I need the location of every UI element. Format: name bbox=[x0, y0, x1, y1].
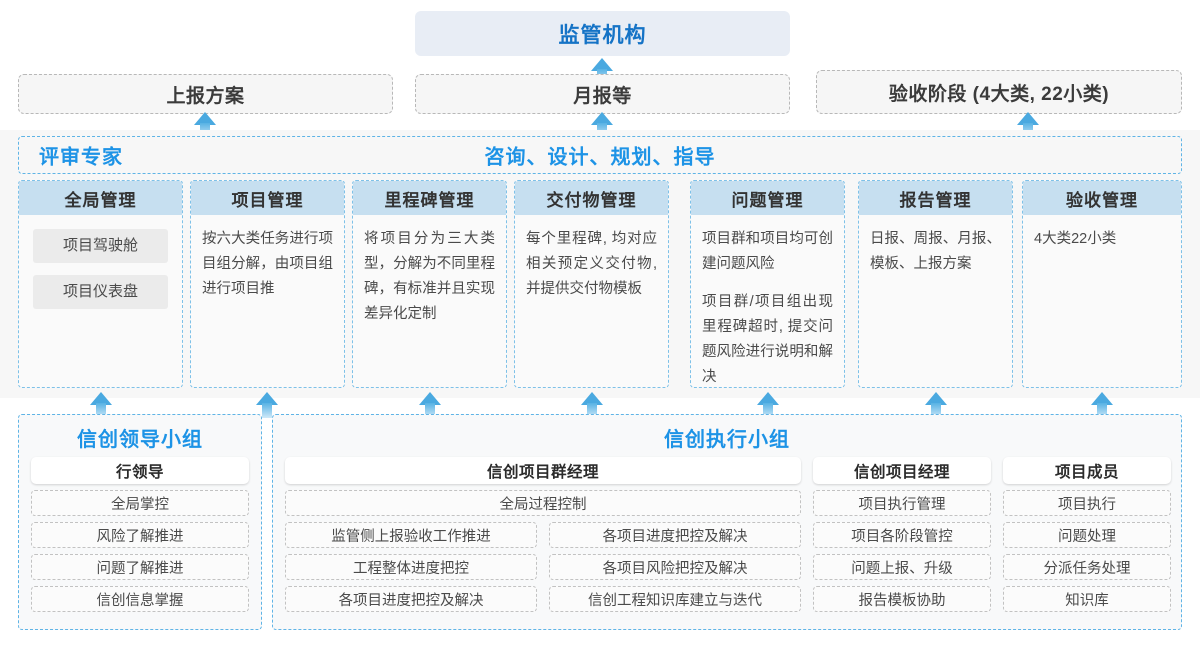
capability-title-0: 全局管理 bbox=[19, 181, 182, 215]
capability-paragraph: 项目群/项目组出现里程碑超时, 提交问题风险进行说明和解决 bbox=[702, 293, 833, 385]
role-head[interactable]: 信创项目经理 bbox=[813, 457, 991, 484]
capability-paragraph: 项目群和项目均可创建问题风险 bbox=[702, 231, 833, 272]
arrow-up-icon bbox=[90, 392, 112, 418]
role-item[interactable]: 问题了解推进 bbox=[31, 554, 249, 580]
capability-paragraph: 每个里程碑, 均对应相关预定义交付物,并提供交付物模板 bbox=[526, 231, 657, 297]
capability-paragraph: 将项目分为三大类型，分解为不同里程碑，有标准并且实现差异化定制 bbox=[364, 231, 495, 322]
role-item[interactable]: 全局掌控 bbox=[31, 490, 249, 516]
capability-title-1: 项目管理 bbox=[191, 181, 344, 215]
role-head[interactable]: 项目成员 bbox=[1003, 457, 1171, 484]
capability-column-3[interactable]: 交付物管理 每个里程碑, 均对应相关预定义交付物,并提供交付物模板 bbox=[514, 180, 669, 388]
role-item[interactable]: 报告模板协助 bbox=[813, 586, 991, 612]
capability-body-5: 日报、周报、月报、模板、上报方案 bbox=[859, 215, 1012, 277]
regulator-label: 监管机构 bbox=[558, 23, 647, 47]
role-column-project-member: 项目成员 项目执行 问题处理 分派任务处理 知识库 bbox=[1003, 457, 1171, 612]
submission-label-2: 验收阶段 (4大类, 22小类) bbox=[888, 83, 1110, 105]
execution-group: 信创执行小组 信创项目群经理 全局过程控制 监管侧上报验收工作推进 工程整体进度… bbox=[272, 414, 1182, 630]
capability-title-5: 报告管理 bbox=[859, 181, 1012, 215]
capability-body-2: 将项目分为三大类型，分解为不同里程碑，有标准并且实现差异化定制 bbox=[353, 215, 506, 327]
role-column-program-manager: 信创项目群经理 全局过程控制 监管侧上报验收工作推进 工程整体进度把控 各项目进… bbox=[285, 457, 801, 612]
arrow-up-icon bbox=[419, 392, 441, 418]
capability-body-4: 项目群和项目均可创建问题风险 项目群/项目组出现里程碑超时, 提交问题风险进行说… bbox=[691, 215, 844, 387]
capability-column-0[interactable]: 全局管理 项目驾驶舱 项目仪表盘 bbox=[18, 180, 183, 388]
capability-title-4: 问题管理 bbox=[691, 181, 844, 215]
role-head[interactable]: 行领导 bbox=[31, 457, 249, 484]
capability-body-1: 按六大类任务进行项目组分解，由项目组进行项目推 bbox=[191, 215, 344, 302]
role-item[interactable]: 知识库 bbox=[1003, 586, 1171, 612]
role-item[interactable]: 各项目风险把控及解决 bbox=[549, 554, 801, 580]
role-item[interactable]: 信创工程知识库建立与迭代 bbox=[549, 586, 801, 612]
role-item[interactable]: 信创信息掌握 bbox=[31, 586, 249, 612]
capability-column-5[interactable]: 报告管理 日报、周报、月报、模板、上报方案 bbox=[858, 180, 1013, 388]
arrow-up-icon bbox=[1091, 392, 1113, 418]
role-item[interactable]: 项目执行管理 bbox=[813, 490, 991, 516]
arrow-up-icon bbox=[581, 392, 603, 418]
capability-title-2: 里程碑管理 bbox=[353, 181, 506, 215]
capability-paragraph: 按六大类任务进行项目组分解，由项目组进行项目推 bbox=[202, 231, 333, 297]
capability-body-6: 4大类22小类 bbox=[1023, 215, 1181, 252]
reviewer-expert-label: 评审专家 bbox=[39, 146, 123, 169]
role-item[interactable]: 项目执行 bbox=[1003, 490, 1171, 516]
role-item[interactable]: 分派任务处理 bbox=[1003, 554, 1171, 580]
role-item[interactable]: 工程整体进度把控 bbox=[285, 554, 537, 580]
capability-chip[interactable]: 项目驾驶舱 bbox=[33, 229, 168, 263]
arrow-up-icon bbox=[256, 392, 278, 418]
leading-group-title: 信创领导小组 bbox=[77, 429, 203, 451]
capability-paragraph: 4大类22小类 bbox=[1034, 231, 1117, 247]
arrow-up-icon bbox=[925, 392, 947, 418]
submission-box-2: 验收阶段 (4大类, 22小类) bbox=[816, 70, 1182, 114]
capability-body-3: 每个里程碑, 均对应相关预定义交付物,并提供交付物模板 bbox=[515, 215, 668, 302]
submission-label-1: 月报等 bbox=[573, 85, 632, 107]
role-item[interactable]: 各项目进度把控及解决 bbox=[285, 586, 537, 612]
capability-column-1[interactable]: 项目管理 按六大类任务进行项目组分解，由项目组进行项目推 bbox=[190, 180, 345, 388]
role-item[interactable]: 风险了解推进 bbox=[31, 522, 249, 548]
execution-group-title: 信创执行小组 bbox=[664, 429, 790, 451]
consulting-label: 咨询、设计、规划、指导 bbox=[484, 146, 716, 169]
capability-chip[interactable]: 项目仪表盘 bbox=[33, 275, 168, 309]
role-item[interactable]: 问题处理 bbox=[1003, 522, 1171, 548]
role-item[interactable]: 问题上报、升级 bbox=[813, 554, 991, 580]
arrow-up-icon bbox=[757, 392, 779, 418]
capability-column-2[interactable]: 里程碑管理 将项目分为三大类型，分解为不同里程碑，有标准并且实现差异化定制 bbox=[352, 180, 507, 388]
capability-column-6[interactable]: 验收管理 4大类22小类 bbox=[1022, 180, 1182, 388]
leading-group: 信创领导小组 行领导 全局掌控 风险了解推进 问题了解推进 信创信息掌握 bbox=[18, 414, 262, 630]
capability-column-4[interactable]: 问题管理 项目群和项目均可创建问题风险 项目群/项目组出现里程碑超时, 提交问题… bbox=[690, 180, 845, 388]
role-item[interactable]: 项目各阶段管控 bbox=[813, 522, 991, 548]
role-column-bank-leader: 行领导 全局掌控 风险了解推进 问题了解推进 信创信息掌握 bbox=[31, 457, 249, 612]
submission-label-0: 上报方案 bbox=[166, 85, 245, 107]
role-item[interactable]: 各项目进度把控及解决 bbox=[549, 522, 801, 548]
submission-box-1: 月报等 bbox=[415, 74, 790, 114]
role-column-project-manager: 信创项目经理 项目执行管理 项目各阶段管控 问题上报、升级 报告模板协助 bbox=[813, 457, 991, 612]
capability-band-header: 评审专家 咨询、设计、规划、指导 bbox=[18, 136, 1182, 174]
role-item[interactable]: 全局过程控制 bbox=[285, 490, 801, 516]
capability-paragraph: 日报、周报、月报、模板、上报方案 bbox=[870, 231, 1001, 272]
role-item[interactable]: 监管侧上报验收工作推进 bbox=[285, 522, 537, 548]
submission-box-0: 上报方案 bbox=[18, 74, 393, 114]
capability-title-6: 验收管理 bbox=[1023, 181, 1181, 215]
role-head[interactable]: 信创项目群经理 bbox=[285, 457, 801, 484]
regulator-box: 监管机构 bbox=[415, 11, 790, 56]
capability-body-0: 项目驾驶舱 项目仪表盘 bbox=[19, 215, 182, 309]
capability-title-3: 交付物管理 bbox=[515, 181, 668, 215]
